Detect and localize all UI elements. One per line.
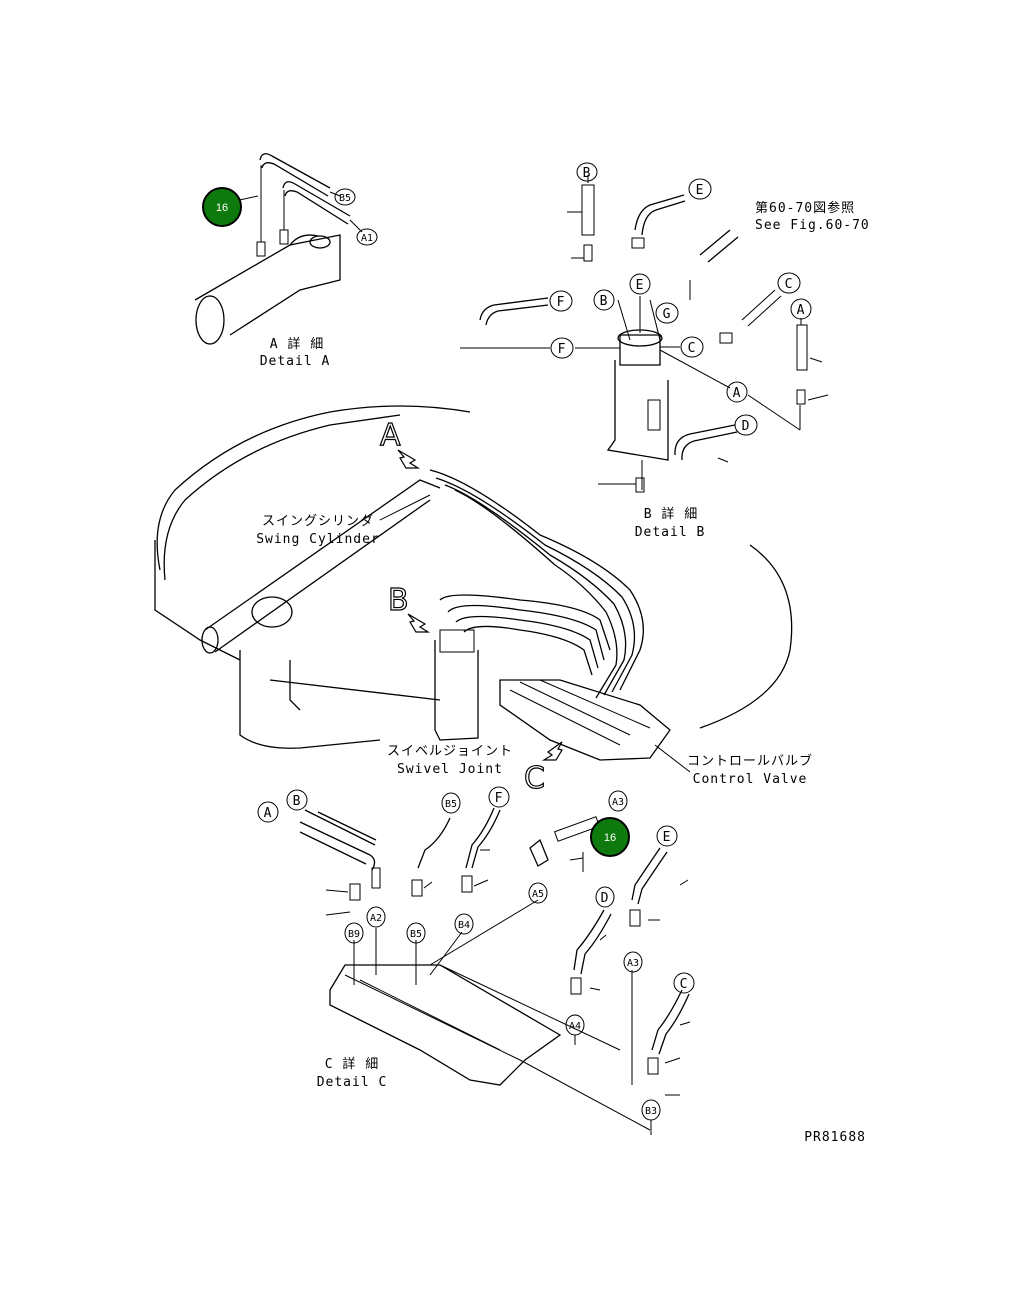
callout-a3b-detail-c: A3 <box>623 951 643 973</box>
callout-text: F <box>558 342 567 357</box>
detail-c-label-jp: C 詳 細 <box>325 1056 379 1072</box>
callout-a4-detail-c: A4 <box>565 1014 585 1036</box>
callout-text: A <box>797 303 806 318</box>
callout-text: B3 <box>645 1106 657 1117</box>
callout-b3-detail-c: B3 <box>641 1099 661 1121</box>
callout-c-detail-c: C <box>673 972 695 994</box>
swivel-joint-label-jp: スイベルジョイント <box>387 744 513 759</box>
detail-a-label-jp: A 詳 細 <box>270 336 324 352</box>
callout-a-right: A <box>790 298 812 320</box>
callout-text: B5 <box>339 193 351 204</box>
callout-d-detail-c: D <box>595 886 615 908</box>
part-badge-bottom[interactable]: 16 <box>590 817 630 857</box>
callout-b5-detail-c: B5 <box>441 792 461 814</box>
detail-b-label-en: Detail B <box>635 525 706 540</box>
view-arrow-c: C <box>523 741 563 797</box>
callout-f-upper: F <box>549 290 573 312</box>
callout-text: A <box>733 386 742 401</box>
see-fig-label-jp: 第60-70図参照 <box>755 200 855 216</box>
callout-text: B5 <box>445 799 457 810</box>
callout-text: A3 <box>627 958 639 969</box>
part-number: 16 <box>604 832 616 844</box>
callout-b-mid: B <box>593 289 615 311</box>
callout-a-detail-c: A <box>257 801 279 823</box>
detail-b-drawing <box>460 175 829 493</box>
callout-text: A1 <box>361 233 373 244</box>
see-fig-label-en: See Fig.60-70 <box>755 218 870 233</box>
part-badge-top[interactable]: 16 <box>202 187 242 227</box>
swing-cylinder-label-jp: スイングシリンダ <box>262 514 374 529</box>
callout-text: C <box>688 341 697 356</box>
detail-c-label-en: Detail C <box>317 1075 388 1090</box>
callout-text: E <box>636 278 645 293</box>
callout-c-mid: C <box>680 336 704 358</box>
view-arrow-letter: A <box>380 418 401 453</box>
callout-text: E <box>696 183 705 198</box>
callout-text: F <box>557 295 566 310</box>
callout-text: A3 <box>612 797 624 808</box>
callout-text: B4 <box>458 920 470 931</box>
view-arrow-letter: B <box>388 583 409 618</box>
main-assembly-drawing <box>154 405 793 773</box>
callout-text: G <box>663 307 672 322</box>
control-valve-label-jp: コントロールバルブ <box>687 753 813 769</box>
callout-a2-detail-c: A2 <box>366 906 386 928</box>
callout-text: B <box>583 166 592 181</box>
drawing-number: PR81688 <box>804 1130 866 1145</box>
view-arrow-a: A <box>379 417 421 469</box>
callout-a1-detail-a: A1 <box>356 228 378 246</box>
callout-b4-detail-c: B4 <box>454 913 474 935</box>
detail-a-drawing <box>194 153 363 345</box>
callout-f-detail-c: F <box>488 786 510 808</box>
detail-b-label-jp: B 詳 細 <box>644 506 698 522</box>
callout-text: B9 <box>348 929 360 940</box>
callout-text: E <box>663 830 672 845</box>
callout-text: A5 <box>532 889 544 900</box>
callout-text: A <box>264 806 273 821</box>
callout-e-detail-c: E <box>656 825 678 847</box>
callout-f-lower: F <box>550 337 574 359</box>
callout-text: C <box>785 277 794 292</box>
callout-b5-detail-a: B5 <box>334 188 356 206</box>
callout-b-top: B <box>576 162 598 182</box>
view-arrow-b: B <box>387 582 431 633</box>
swing-cylinder-label-en: Swing Cylinder <box>256 532 380 547</box>
detail-a-label-en: Detail A <box>260 354 331 369</box>
callout-text: B <box>293 794 302 809</box>
callout-text: D <box>601 891 610 906</box>
callout-text: A4 <box>569 1021 581 1032</box>
callout-text: A2 <box>370 913 382 924</box>
control-valve-label-en: Control Valve <box>693 772 808 787</box>
callout-d: D <box>734 414 758 436</box>
callout-a5-detail-c: A5 <box>528 882 548 904</box>
callout-b-detail-c: B <box>286 789 308 811</box>
callout-text: B5 <box>410 929 422 940</box>
callout-a3-detail-c: A3 <box>608 790 628 812</box>
callout-b5b-detail-c: B5 <box>406 922 426 944</box>
callout-c-right: C <box>777 272 801 294</box>
callout-e-top: E <box>688 178 712 200</box>
detail-c-drawing <box>299 807 691 1135</box>
callout-text: C <box>680 977 689 992</box>
callout-e-mid: E <box>629 273 651 295</box>
part-number: 16 <box>216 202 228 214</box>
callout-text: D <box>742 419 751 434</box>
callout-b9-detail-c: B9 <box>344 922 364 944</box>
callout-a-mid: A <box>726 381 748 403</box>
callout-text: F <box>495 791 504 806</box>
swivel-joint-label-en: Swivel Joint <box>397 762 503 777</box>
view-arrow-letter: C <box>524 761 545 796</box>
callout-text: B <box>600 294 609 309</box>
callout-g: G <box>655 302 679 324</box>
